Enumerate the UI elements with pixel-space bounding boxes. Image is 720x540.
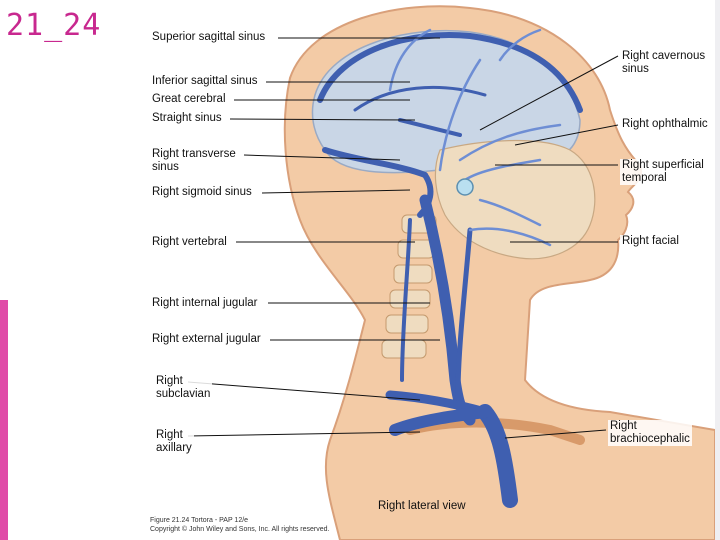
label-right-subclavian: Right subclavian [154, 375, 213, 401]
right-edge-strip [715, 0, 720, 540]
facial-veins [388, 28, 562, 247]
figure-credit: Figure 21.24 Tortora - PAP 12/e Copyrigh… [150, 517, 330, 533]
label-right-sigmoid-sinus: Right sigmoid sinus [150, 186, 254, 199]
label-right-facial: Right facial [620, 235, 681, 248]
label-right-vertebral: Right vertebral [150, 236, 229, 249]
accent-bar [0, 300, 8, 540]
label-straight-sinus: Straight sinus [150, 112, 224, 125]
slide-title: 21_24 [6, 8, 102, 43]
view-caption: Right lateral view [378, 500, 466, 512]
left-leader-lines [187, 37, 440, 437]
label-superior-sagittal-sinus: Superior sagittal sinus [150, 31, 268, 44]
label-inferior-sagittal-sinus: Inferior sagittal sinus [150, 75, 260, 88]
dural-sinuses [317, 32, 583, 218]
label-right-superficial-temporal: Right superficial temporal [620, 159, 706, 185]
label-right-transverse-sinus: Right transverse sinus [150, 148, 238, 174]
label-right-brachiocephalic: Right brachiocephalic [608, 420, 692, 446]
label-right-axillary: Right axillary [154, 429, 194, 455]
label-right-external-jugular: Right external jugular [150, 333, 263, 346]
right-leader-lines [479, 55, 619, 439]
eye [456, 178, 474, 196]
neck-veins [385, 194, 518, 508]
anatomy-figure: Superior sagittal sinus Inferior sagitta… [140, 0, 715, 540]
label-right-cavernous-sinus: Right cavernous sinus [620, 50, 708, 76]
label-right-internal-jugular: Right internal jugular [150, 297, 260, 310]
label-right-ophthalmic: Right ophthalmic [620, 118, 710, 131]
label-great-cerebral: Great cerebral [150, 93, 228, 106]
head-neck-veins-illustration [187, 5, 715, 540]
